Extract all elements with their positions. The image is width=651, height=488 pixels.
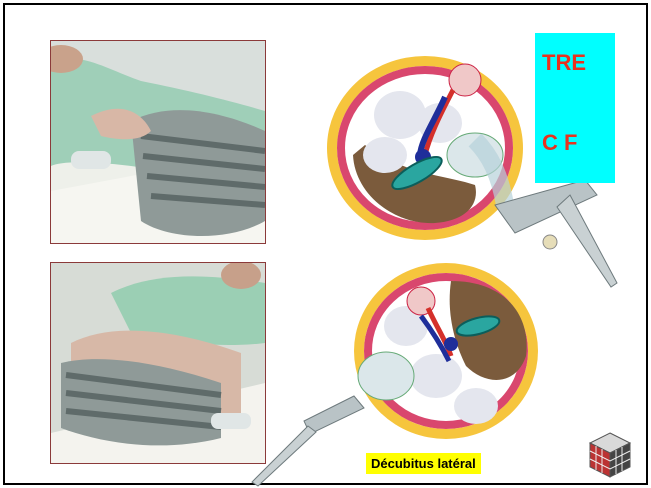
cube-logo-icon	[586, 431, 634, 479]
caption-decubitus-lateral: Décubitus latéral	[366, 453, 481, 474]
label-box: TRE C F	[535, 33, 615, 183]
patient-photo-bottom	[50, 262, 266, 464]
patient-photo-top	[50, 40, 266, 244]
label-tre: TRE	[542, 50, 586, 76]
label-cf: C F	[542, 130, 577, 156]
